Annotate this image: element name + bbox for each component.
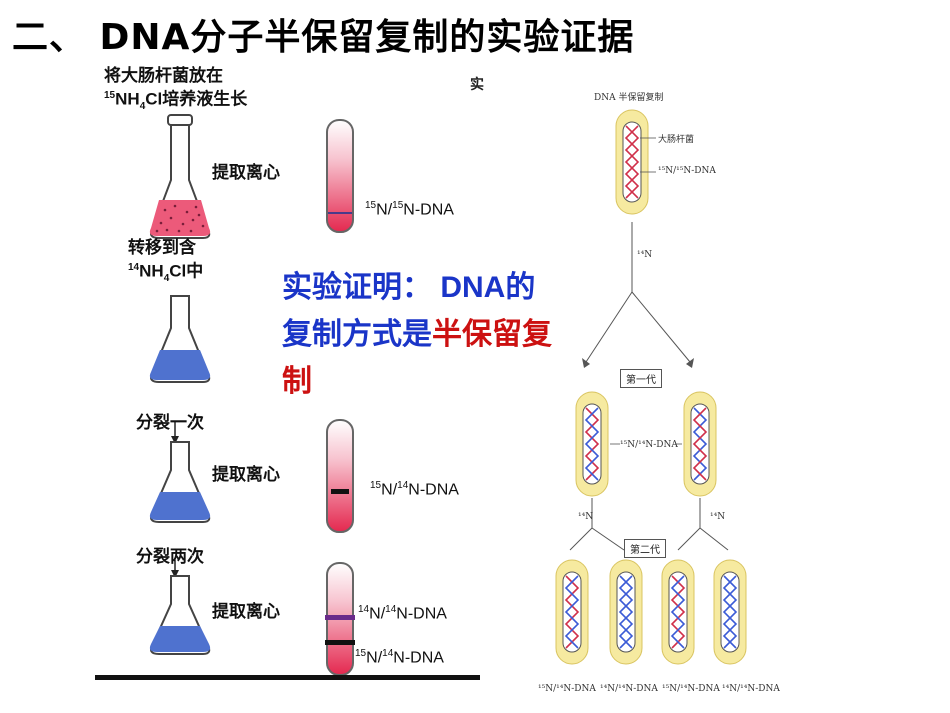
label-medium-14n: ¹⁴N (637, 250, 653, 260)
label-medium-14n-left: ¹⁴N (578, 512, 594, 522)
gen2-cell-3 (661, 559, 695, 665)
gen2-cell-1 (555, 559, 589, 665)
stray-character: 实 (470, 77, 484, 93)
tube-1 (326, 119, 354, 233)
flask-blue-2 (149, 441, 211, 523)
transfer-text: 转移到含 14NH4Cl中 (128, 238, 203, 289)
parent-cell (615, 109, 649, 215)
page-title: 二、 DNA分子半保留复制的实验证据 (12, 17, 635, 58)
gen2-cell-2 (609, 559, 643, 665)
gen2-label-2: ¹⁴N/¹⁴N-DNA (600, 684, 658, 694)
extract-label-1: 提取离心 (212, 163, 280, 182)
tube2-label: 15N/14N-DNA (370, 480, 459, 499)
label-parent-dna: ¹⁵N/¹⁵N-DNA (658, 166, 716, 176)
label-hybrid-dna: ¹⁵N/¹⁴N-DNA (620, 440, 678, 450)
conclusion-highlight: 半保留复制 (282, 318, 552, 398)
experiment-figure (149, 114, 355, 676)
diagram-title: DNA 半保留复制 (594, 93, 664, 103)
flask-blue-1 (149, 295, 211, 383)
transfer-medium: 14NH4Cl中 (128, 261, 204, 285)
generation-1-box: 第一代 (620, 369, 662, 388)
flask-pink (149, 114, 211, 239)
baseline-bar (95, 675, 480, 680)
generation-2-box: 第二代 (624, 539, 666, 558)
step1-text: 将大肠杆菌放在 15NH4Cl培养液生长 (104, 66, 247, 117)
replication-diagram (555, 109, 747, 665)
gen2-cell-4 (713, 559, 747, 665)
gen1-cell-left (575, 391, 609, 497)
step1-medium: 15NH4Cl培养液生长 (104, 89, 248, 113)
flask-blue-3 (149, 575, 211, 655)
tube-2 (326, 419, 354, 533)
tube3-band2-label: 15N/14N-DNA (355, 648, 444, 667)
gen2-label-1: ¹⁵N/¹⁴N-DNA (538, 684, 596, 694)
label-medium-14n-right: ¹⁴N (710, 512, 726, 522)
extract-label-3: 提取离心 (212, 602, 280, 621)
gen2-label-3: ¹⁵N/¹⁴N-DNA (662, 684, 720, 694)
divide-twice-label: 分裂两次 (136, 547, 204, 566)
label-bacteria: 大肠杆菌 (658, 135, 695, 145)
tube3-band1-label: 14N/14N-DNA (358, 604, 447, 623)
gen2-label-4: ¹⁴N/¹⁴N-DNA (722, 684, 780, 694)
gen1-cell-right (683, 391, 717, 497)
extract-label-2: 提取离心 (212, 465, 280, 484)
tube-3 (325, 562, 355, 676)
divide-once-label: 分裂一次 (136, 413, 204, 432)
conclusion-text: 实验证明： DNA的复制方式是半保留复制 (282, 271, 552, 398)
tube1-label: 15N/15N-DNA (365, 200, 454, 219)
